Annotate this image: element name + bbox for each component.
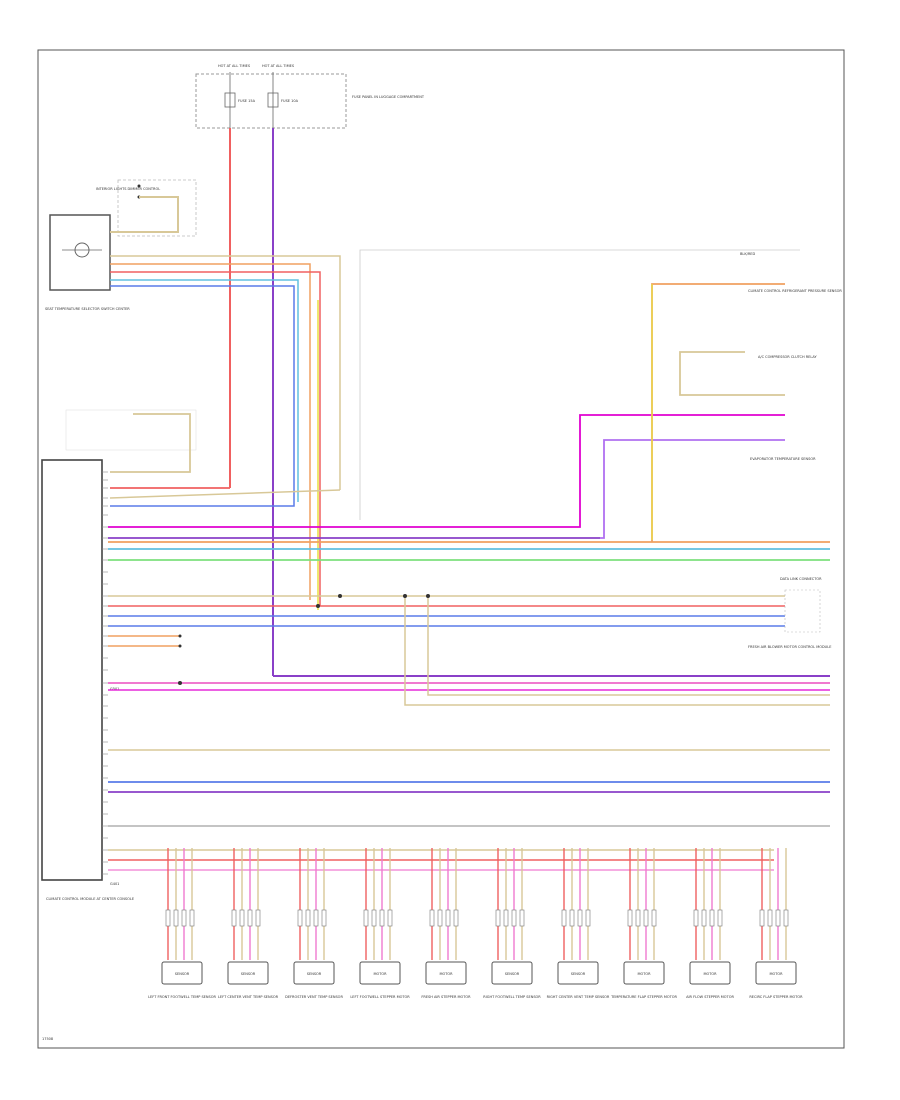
component-name: FRESH AIR STEPPER MOTOR	[421, 995, 471, 999]
component-box-label: MOTOR	[637, 972, 651, 976]
component-name: TEMPERATURE FLAP STEPPER MOTOR	[610, 995, 677, 999]
cc-pressure-sensor-label: CLIMATE CONTROL REFRIGERANT PRESSURE SEN…	[748, 289, 842, 293]
component-name: AIR FLOW STEPPER MOTOR	[686, 995, 734, 999]
junction-dots	[178, 594, 430, 685]
bottom-component: SENSOR LEFT FRONT FOOTWELL TEMP SENSOR	[148, 848, 216, 999]
bottom-component: MOTOR AIR FLOW STEPPER MOTOR	[686, 848, 734, 999]
component-box-label: SENSOR	[241, 972, 256, 976]
evaporator-sensor-label: EVAPORATOR TEMPERATURE SENSOR	[750, 457, 816, 461]
component-box	[227, 961, 269, 985]
fuse-15a	[224, 92, 236, 108]
component-name: RIGHT CENTER VENT TEMP SENSOR	[547, 995, 610, 999]
right-top-ref: BLK/RED	[740, 252, 755, 256]
bottom-component: MOTOR RECIRC FLAP STEPPER MOTOR	[749, 848, 803, 999]
fuse-top-label-2: HOT AT ALL TIMES	[262, 64, 295, 68]
component-box-label: MOTOR	[769, 972, 783, 976]
seat-switch-label: SEAT TEMPERATURE SELECTOR SWITCH CENTER	[45, 307, 130, 311]
component-name: RIGHT FOOTWELL TEMP SENSOR	[483, 995, 541, 999]
component-box-label: SENSOR	[307, 972, 322, 976]
component-box	[623, 961, 665, 985]
component-name: RECIRC FLAP STEPPER MOTOR	[749, 995, 803, 999]
fuse-panel-title: FUSE PANEL IN LUGGAGE COMPARTMENT	[352, 95, 425, 99]
bottom-component: SENSOR DEFROSTER VENT TEMP SENSOR	[285, 848, 343, 999]
component-box	[755, 961, 797, 985]
component-box-label: MOTOR	[373, 972, 387, 976]
fuse-10a	[267, 92, 279, 108]
component-box	[293, 961, 335, 985]
seat-switch: SEAT TEMPERATURE SELECTOR SWITCH CENTER …	[45, 179, 197, 311]
control-module-label: CLIMATE CONTROL MODULE AT CENTER CONSOLE	[46, 897, 134, 901]
blower-module-label: FRESH AIR BLOWER MOTOR CONTROL MODULE	[748, 645, 831, 649]
fuse-box: HOT AT ALL TIMES HOT AT ALL TIMES FUSE 1…	[195, 64, 425, 129]
component-box-label: SENSOR	[571, 972, 586, 976]
ground-connector	[65, 409, 341, 499]
component-box	[557, 961, 599, 985]
component-name: LEFT FOOTWELL STEPPER MOTOR	[350, 995, 410, 999]
component-name: DEFROSTER VENT TEMP SENSOR	[285, 995, 343, 999]
component-box-label: MOTOR	[703, 972, 717, 976]
component-box	[689, 961, 731, 985]
component-name: LEFT FRONT FOOTWELL TEMP SENSOR	[148, 995, 216, 999]
component-box	[425, 961, 467, 985]
bottom-component: SENSOR RIGHT CENTER VENT TEMP SENSOR	[547, 848, 610, 999]
footer-code: 17508	[42, 1037, 53, 1041]
control-module-ground: G401	[110, 882, 119, 886]
fuse-label-2: FUSE 10A	[281, 99, 299, 103]
bottom-component: SENSOR RIGHT FOOTWELL TEMP SENSOR	[483, 848, 541, 999]
module-pins	[102, 471, 108, 875]
component-box	[161, 961, 203, 985]
component-box	[359, 961, 401, 985]
data-link-label: DATA LINK CONNECTOR	[780, 577, 822, 581]
climate-control-module	[41, 459, 103, 881]
blower-module-box	[784, 589, 821, 633]
bottom-component: MOTOR FRESH AIR STEPPER MOTOR	[421, 848, 471, 999]
component-box-label: SENSOR	[175, 972, 190, 976]
component-box-label: MOTOR	[439, 972, 453, 976]
fuse-top-label-1: HOT AT ALL TIMES	[218, 64, 251, 68]
diagram-frame	[37, 49, 845, 1049]
illumination-label: INTERIOR LIGHTS DIMMER CONTROL	[96, 187, 160, 191]
fuse-label-1: FUSE 15A	[238, 99, 256, 103]
bottom-component: SENSOR LEFT CENTER VENT TEMP SENSOR	[218, 848, 279, 999]
ac-clutch-relay-label: A/C COMPRESSOR CLUTCH RELAY	[758, 355, 818, 359]
bottom-component: MOTOR LEFT FOOTWELL STEPPER MOTOR	[350, 848, 410, 999]
component-box-label: SENSOR	[505, 972, 520, 976]
component-name: LEFT CENTER VENT TEMP SENSOR	[218, 995, 279, 999]
control-module-left-ground: G501	[110, 687, 119, 691]
component-box	[491, 961, 533, 985]
bottom-component: MOTOR TEMPERATURE FLAP STEPPER MOTOR	[610, 848, 677, 999]
